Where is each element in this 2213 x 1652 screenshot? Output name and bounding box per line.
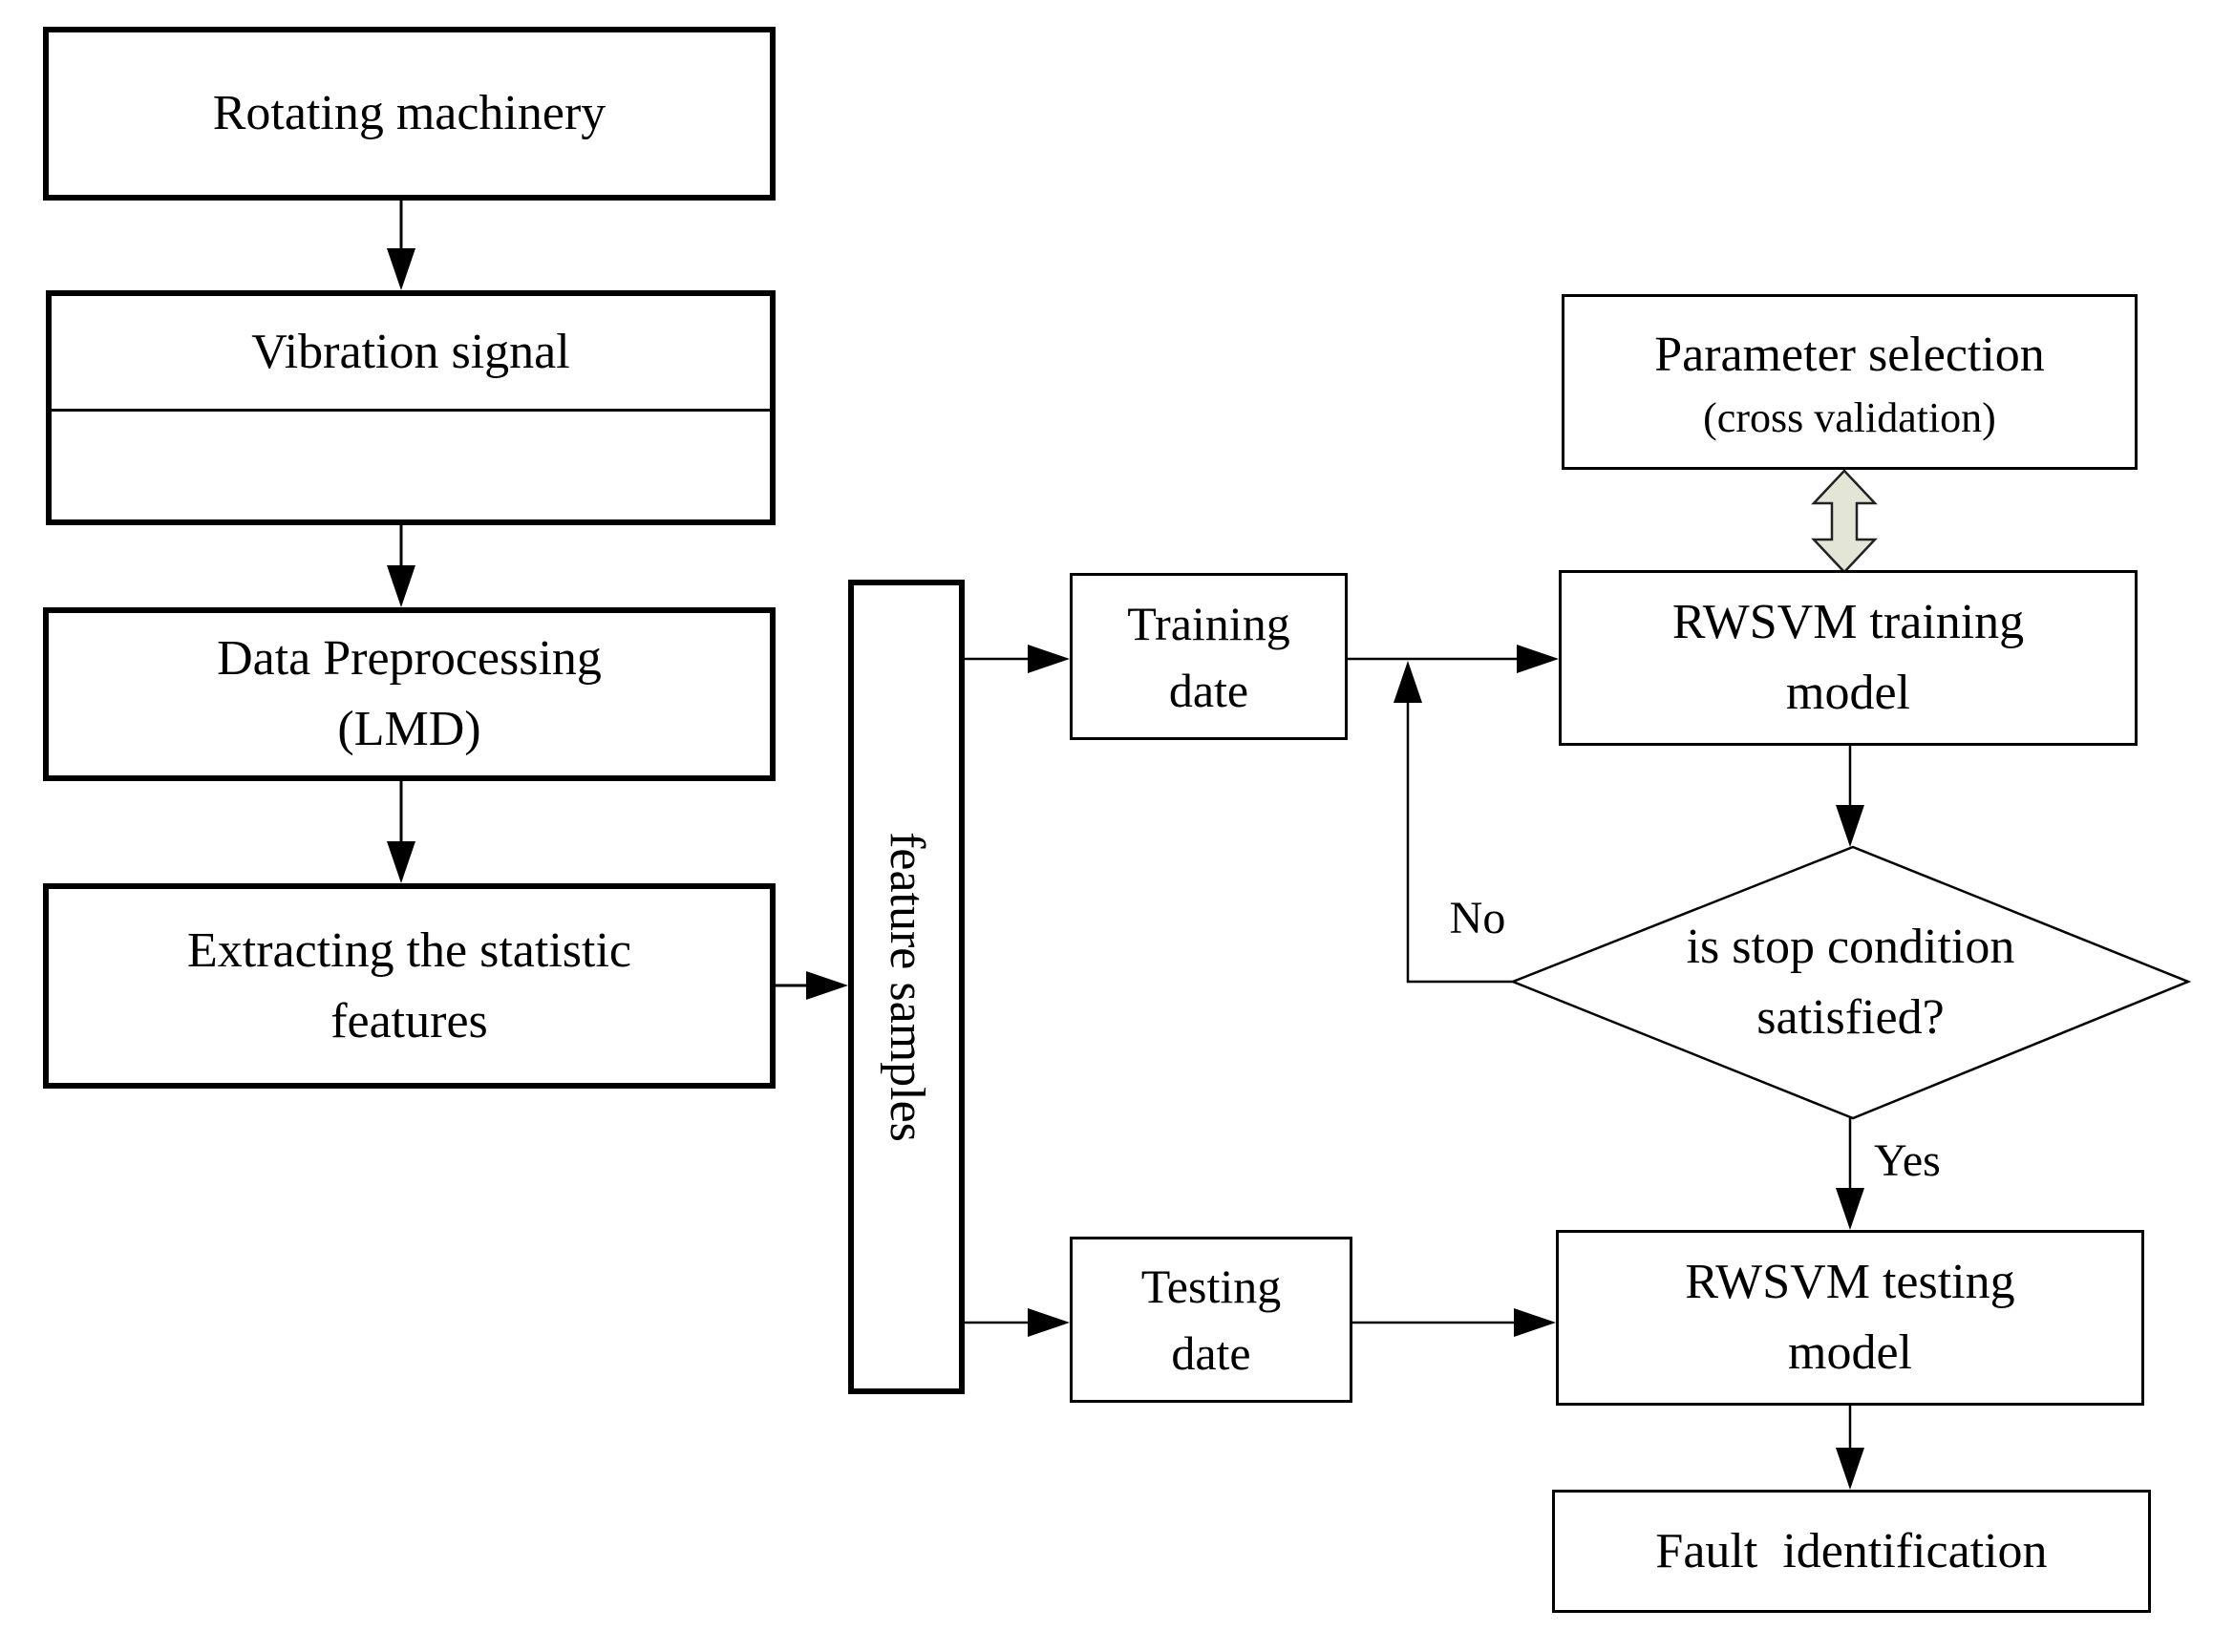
double-arrow bbox=[1811, 469, 1878, 574]
arrowhead bbox=[1836, 1188, 1864, 1230]
arrowhead bbox=[1836, 805, 1864, 847]
extracting-features-label: Extracting the statistic features bbox=[187, 922, 631, 1048]
edge-label-no: No bbox=[1449, 893, 1506, 943]
box-rotating-machinery: Rotating machinery bbox=[43, 27, 776, 201]
arrowhead bbox=[1394, 661, 1422, 703]
box-testing-data: Testing date bbox=[1070, 1237, 1352, 1403]
vibration-signal-label: Vibration signal bbox=[251, 325, 570, 380]
arrowhead bbox=[1028, 645, 1070, 673]
stop-condition-label: is stop condition satisfied? bbox=[1686, 920, 2015, 1045]
box-data-preprocessing: Data Preprocessing (LMD) bbox=[43, 607, 776, 781]
box-vibration-signal: Vibration signal bbox=[46, 290, 776, 525]
fault-identification-label: Fault identification bbox=[1655, 1523, 2048, 1578]
no-return-line bbox=[1406, 668, 1513, 984]
arrowhead bbox=[1028, 1308, 1070, 1337]
parameter-selection-label: Parameter selection (cross validation) bbox=[1654, 319, 2045, 446]
rwsvm-testing-label: RWSVM testing model bbox=[1685, 1255, 2015, 1380]
box-training-data: Training date bbox=[1070, 573, 1348, 740]
arrowhead bbox=[387, 841, 415, 883]
feature-samples-label: feature samples bbox=[879, 832, 934, 1142]
decision-label-area: is stop condition satisfied? bbox=[1513, 847, 2188, 1118]
data-preprocessing-label: Data Preprocessing (LMD) bbox=[217, 631, 602, 756]
rotating-machinery-label: Rotating machinery bbox=[212, 86, 606, 141]
rwsvm-training-label: RWSVM training model bbox=[1671, 595, 2025, 720]
arrowhead bbox=[387, 565, 415, 607]
arrowhead bbox=[1836, 1448, 1864, 1490]
arrowhead bbox=[1517, 645, 1559, 673]
box-fault-identification: Fault identification bbox=[1552, 1490, 2151, 1613]
edge-label-yes: Yes bbox=[1874, 1135, 1941, 1186]
box-parameter-selection: Parameter selection (cross validation) bbox=[1562, 294, 2138, 470]
parameter-selection-line2: (cross validation) bbox=[1703, 394, 1996, 442]
box-feature-samples: feature samples bbox=[848, 580, 965, 1394]
arrowhead bbox=[1514, 1308, 1556, 1337]
training-data-label: Training date bbox=[1127, 596, 1290, 717]
arrowhead bbox=[806, 971, 848, 1000]
box-rwsvm-training: RWSVM training model bbox=[1559, 570, 2138, 746]
decision-diamond bbox=[1509, 845, 2192, 1120]
testing-data-label: Testing date bbox=[1140, 1260, 1282, 1380]
vibration-signal-title-area: Vibration signal bbox=[52, 296, 770, 412]
arrowhead bbox=[387, 248, 415, 290]
box-rwsvm-testing: RWSVM testing model bbox=[1556, 1230, 2144, 1406]
box-extracting-features: Extracting the statistic features bbox=[43, 883, 776, 1089]
parameter-selection-line1: Parameter selection bbox=[1654, 327, 2045, 382]
